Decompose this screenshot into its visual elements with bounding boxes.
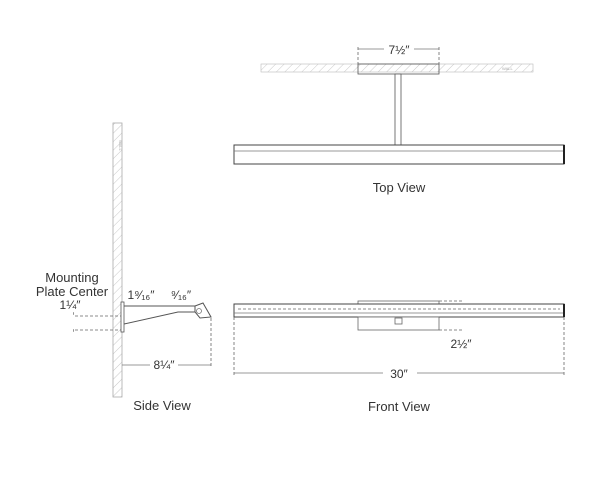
light-bar [233, 303, 565, 318]
wall-section [260, 63, 534, 73]
front-view-title: Front View [368, 399, 431, 414]
wall-label: WALL [502, 66, 514, 71]
top-view-title: Top View [373, 180, 426, 195]
plate-width-dim: 7½″ [389, 43, 411, 57]
light-bar [233, 144, 565, 165]
width-dim: 30″ [390, 367, 408, 381]
mounting-plate [120, 301, 125, 333]
arm-dim-2: ⁹⁄₁₆″ [171, 288, 192, 302]
lamp-head [194, 302, 212, 319]
mounting-label-line1: Mounting [45, 270, 98, 285]
mounting-dim: 1¼″ [60, 298, 82, 312]
stem [394, 73, 402, 146]
side-view: WALL ᵻ ᵻ Mounting Plate Center 1¼″ 1⁹⁄₁₆… [36, 122, 212, 413]
mounting-plate [357, 316, 440, 331]
arm-bottom [123, 311, 195, 325]
arm-dim-1: 1⁹⁄₁₆″ [128, 288, 156, 302]
wall-label: WALL [118, 140, 123, 152]
lamp-pivot [196, 308, 202, 314]
side-view-title: Side View [133, 398, 191, 413]
svg-text:ᵻ: ᵻ [73, 328, 75, 334]
svg-text:ᵻ: ᵻ [73, 311, 75, 317]
front-view: 2½″ 30″ Front View [233, 300, 565, 414]
extension-dim: 8¼″ [154, 358, 176, 372]
mounting-label-line2: Plate Center [36, 284, 109, 299]
top-view: WALL 7½″ Top View [233, 43, 565, 195]
height-dim: 2½″ [451, 337, 473, 351]
wall-section [112, 122, 123, 398]
plate-slot [394, 317, 403, 325]
